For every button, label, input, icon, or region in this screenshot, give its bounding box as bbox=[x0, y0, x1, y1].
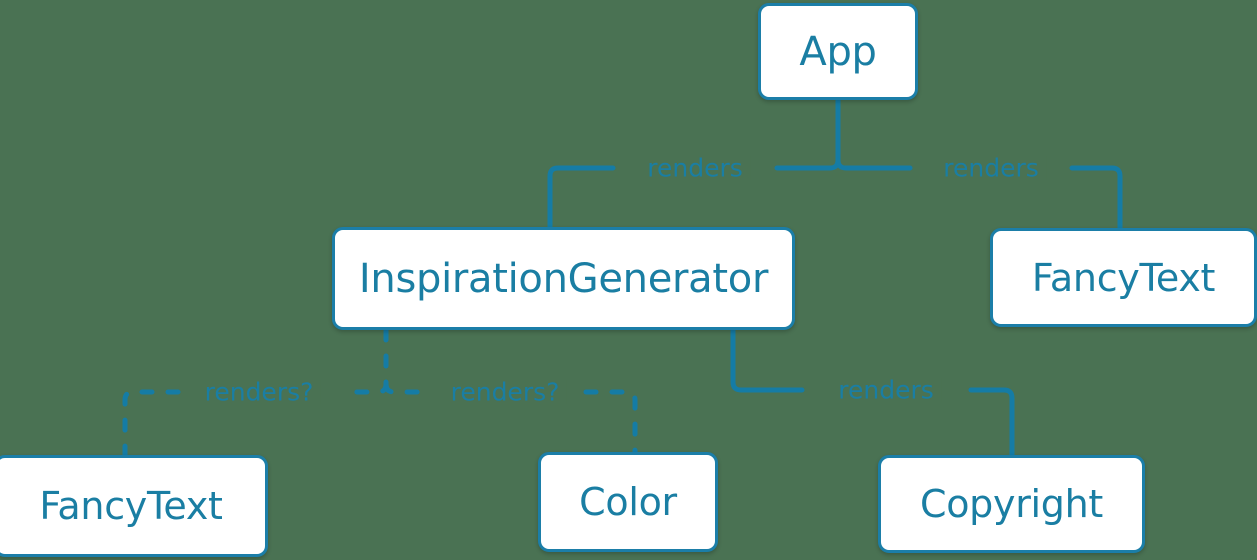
edge-inspirationgenerator-to-color bbox=[583, 389, 638, 455]
node-fancytext-bottom[interactable]: FancyText bbox=[0, 455, 268, 557]
node-copyright-label: Copyright bbox=[920, 482, 1103, 526]
edge-inspirationgenerator-to-fancytext-bot bbox=[122, 389, 181, 458]
edge-inspirationgenerator-dashed-trunk bbox=[338, 327, 389, 395]
node-inspirationgenerator-label: InspirationGenerator bbox=[358, 255, 769, 302]
edge-label-app-to-inspirationgenerator: renders bbox=[640, 155, 750, 181]
node-color-label: Color bbox=[579, 480, 677, 524]
edge-inspirationgenerator-dashed-trunk-right bbox=[383, 381, 427, 395]
node-copyright[interactable]: Copyright bbox=[878, 455, 1145, 553]
edge-label-app-to-fancytext-top: renders bbox=[936, 155, 1046, 181]
edge-app-to-inspirationgenerator bbox=[547, 165, 616, 230]
edge-label-inspirationgenerator-to-copyright: renders bbox=[831, 377, 941, 403]
edge-app-trunk-right bbox=[835, 157, 913, 171]
node-fancytext-top-label: FancyText bbox=[1031, 255, 1216, 300]
edge-inspirationgenerator-to-copyright bbox=[730, 327, 805, 393]
node-app[interactable]: App bbox=[758, 3, 918, 100]
node-fancytext-bottom-label: FancyText bbox=[39, 484, 223, 528]
node-fancytext-top[interactable]: FancyText bbox=[990, 228, 1257, 327]
node-color[interactable]: Color bbox=[538, 452, 718, 552]
edge-inspirationgenerator-to-copyright-tail bbox=[968, 387, 1015, 458]
edge-app-to-fancytext-top bbox=[1069, 165, 1123, 231]
node-inspirationgenerator[interactable]: InspirationGenerator bbox=[332, 227, 795, 330]
edge-app-trunk bbox=[774, 97, 841, 171]
node-app-label: App bbox=[799, 28, 877, 75]
edge-label-inspirationgenerator-to-fancytext-bottom: renders? bbox=[197, 379, 321, 405]
edge-label-inspirationgenerator-to-color: renders? bbox=[443, 379, 567, 405]
